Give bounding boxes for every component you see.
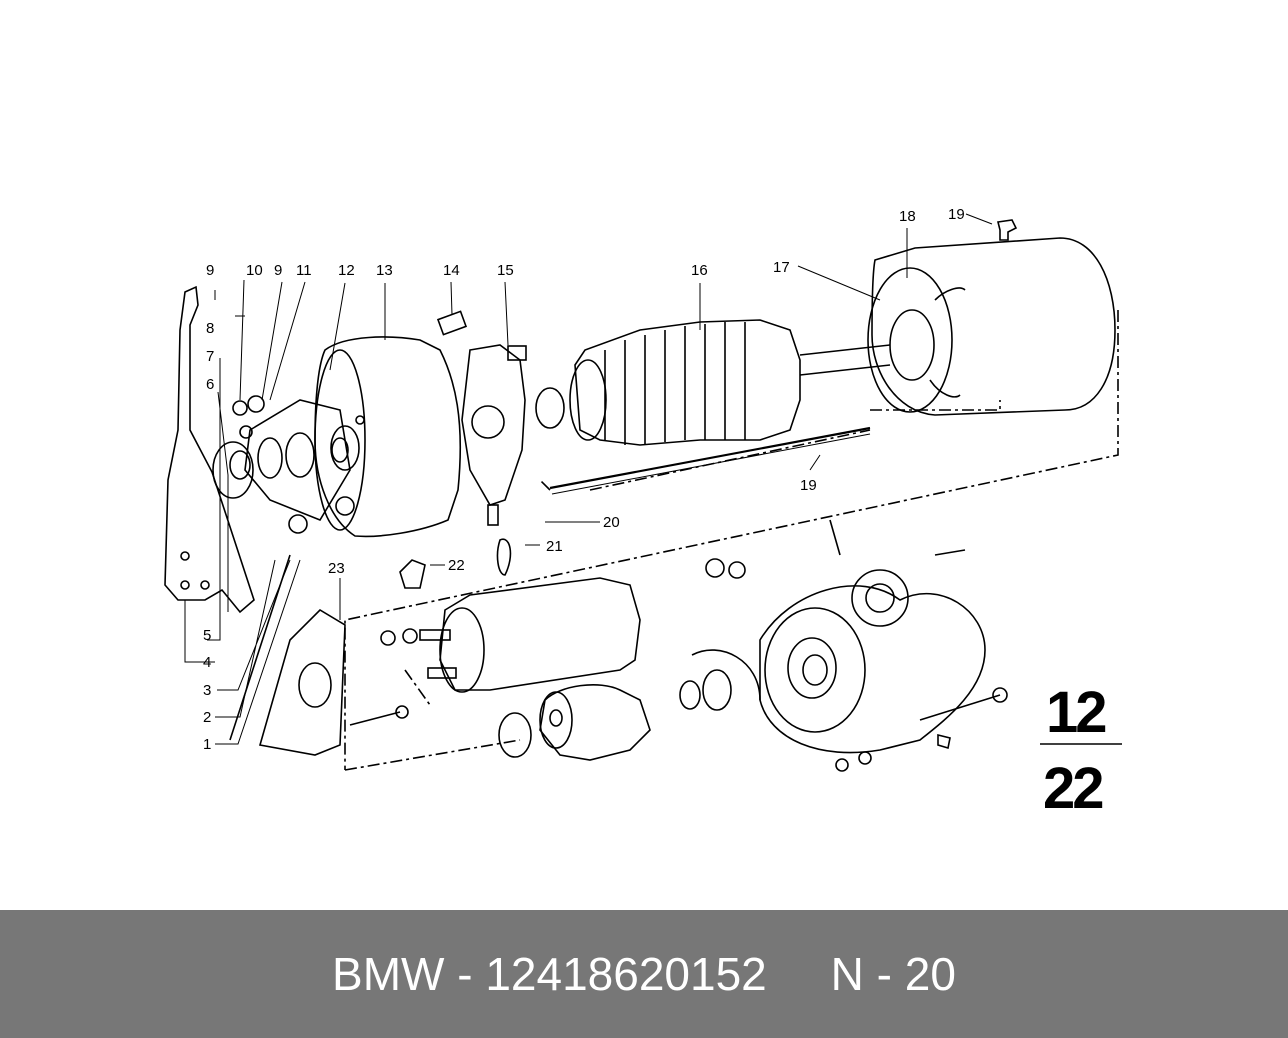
through-bolt	[549, 426, 871, 490]
callout-13: 13	[376, 262, 393, 279]
section-number-top: 12	[1046, 680, 1105, 745]
part-number: 12418620152	[485, 948, 767, 1000]
callout-20: 19	[800, 477, 817, 494]
mounting-plate	[258, 608, 346, 756]
callout-16: 16	[691, 262, 708, 279]
callout-19: 19	[948, 206, 965, 223]
callout-14: 14	[443, 262, 460, 279]
callout-22: 21	[546, 538, 563, 555]
callout-10: 10	[246, 262, 263, 279]
part-info-footer: BMW - 12418620152 N - 20	[0, 910, 1288, 1038]
bearing-plate	[244, 399, 351, 521]
solenoid	[439, 577, 641, 691]
callout-9a: 9	[206, 262, 214, 279]
separator-2: -	[863, 948, 905, 1000]
callout-24: 23	[328, 560, 345, 577]
exploded-parts-diagram: 9 10 9 11 12 13 14 15 16 17 18 19 8 7 6 …	[164, 206, 1122, 821]
callout-18: 18	[899, 208, 916, 225]
callout-8: 8	[206, 320, 214, 337]
brand-label: BMW	[332, 948, 445, 1000]
position-prefix: N	[830, 948, 864, 1000]
callout-7: 7	[206, 348, 214, 365]
brush-holder-plate	[461, 344, 526, 506]
drive-end-housing	[759, 585, 986, 754]
callout-5: 5	[203, 627, 211, 644]
callout-6: 6	[206, 376, 214, 393]
callout-17: 17	[773, 259, 790, 276]
position-number: 20	[904, 948, 956, 1000]
spacer	[767, 947, 831, 1001]
callout-1: 1	[203, 736, 211, 753]
callout-12: 12	[338, 262, 355, 279]
end-cap	[212, 441, 254, 499]
callout-21: 20	[603, 514, 620, 531]
callout-4: 4	[203, 654, 211, 671]
starter-motor-drawing: 9 10 9 11 12 13 14 15 16 17 18 19 8 7 6 …	[164, 206, 1122, 821]
callout-9b: 9	[274, 262, 282, 279]
section-number-bottom: 22	[1043, 756, 1102, 821]
callout-23: 22	[448, 557, 465, 574]
armature	[574, 319, 801, 446]
callout-11: 11	[296, 262, 312, 279]
callout-15: 15	[497, 262, 514, 279]
mounting-bracket	[164, 285, 255, 614]
field-housing	[871, 237, 1116, 416]
callout-2: 2	[203, 709, 211, 726]
callout-3: 3	[203, 682, 211, 699]
separator: -	[444, 948, 486, 1000]
